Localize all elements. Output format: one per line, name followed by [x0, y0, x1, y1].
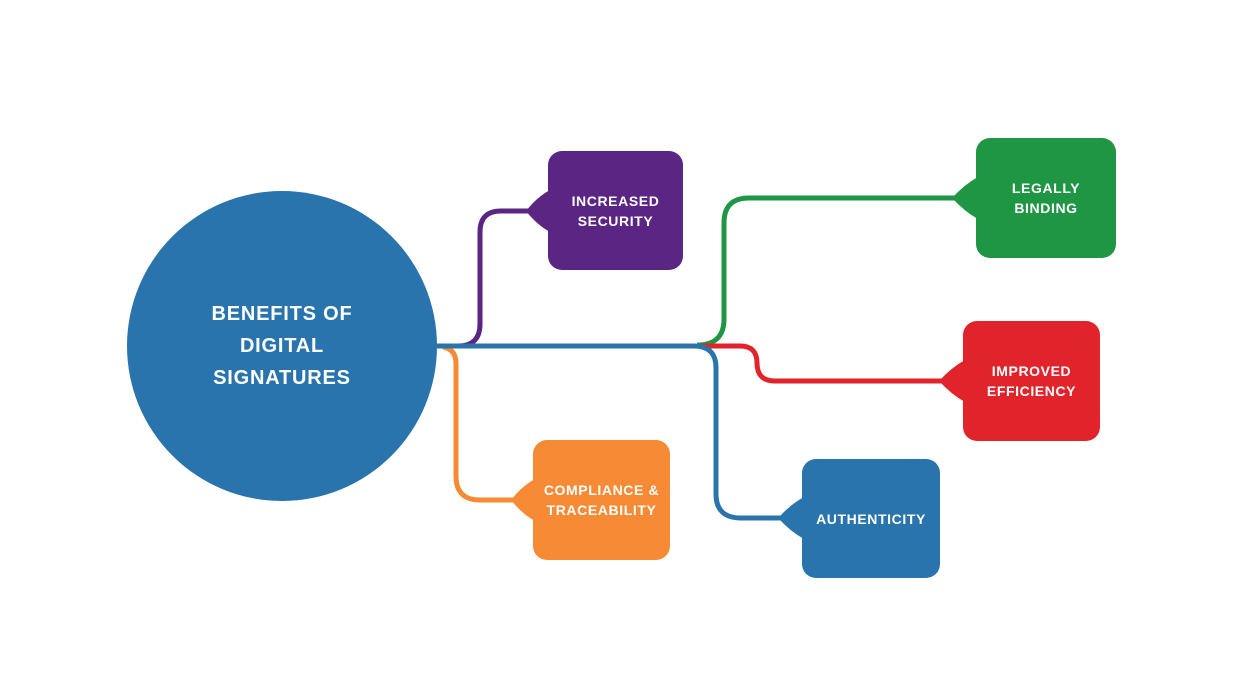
branch-node-label: AUTHENTICITY — [816, 510, 926, 527]
connector-compliance-traceability — [442, 344, 514, 503]
node-tail-authenticity — [778, 497, 804, 539]
node-tail-compliance-traceability — [511, 479, 535, 521]
connector-increased-security — [457, 208, 530, 349]
branch-node-increased-security[interactable]: INCREASED SECURITY — [548, 151, 683, 270]
branch-node-authenticity[interactable]: AUTHENTICITY — [802, 459, 940, 578]
branch-node-compliance-traceability[interactable]: COMPLIANCE & TRACEABILITY — [533, 440, 670, 560]
branch-node-label: LEGALLY BINDING — [1011, 180, 1081, 216]
connector-main-trunk — [436, 343, 781, 521]
branch-node-label: IMPROVED EFFICIENCY — [986, 363, 1077, 399]
connector-improved-efficiency — [701, 343, 942, 384]
node-tail-improved-efficiency — [939, 360, 965, 402]
node-tail-increased-security — [526, 190, 550, 232]
branch-node-label: INCREASED SECURITY — [571, 192, 660, 229]
branch-node-label: COMPLIANCE & TRACEABILITY — [543, 482, 660, 518]
central-node-benefits-of-digital-signatures[interactable]: BENEFITS OF DIGITAL SIGNATURES — [127, 191, 437, 501]
connector-legally-binding — [696, 195, 955, 348]
branch-node-legally-binding[interactable]: LEGALLY BINDING — [976, 138, 1116, 258]
central-node-label: BENEFITS OF DIGITAL SIGNATURES — [211, 303, 353, 389]
branch-node-improved-efficiency[interactable]: IMPROVED EFFICIENCY — [963, 321, 1100, 441]
node-tail-legally-binding — [952, 177, 978, 219]
